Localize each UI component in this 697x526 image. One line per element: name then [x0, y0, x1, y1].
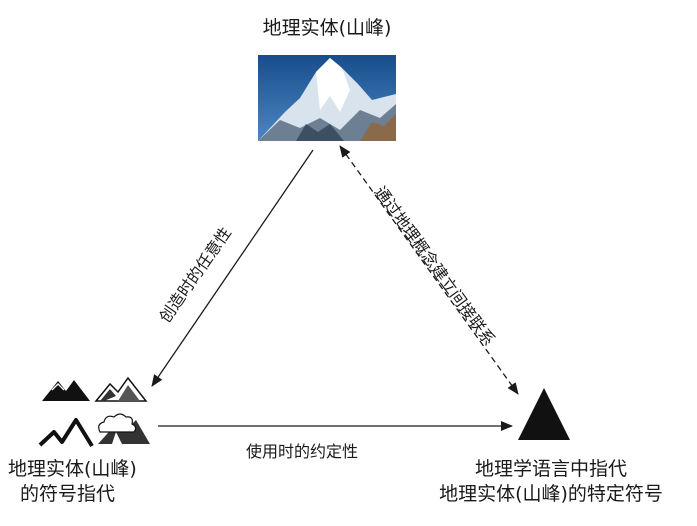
right-node-label-line2: 地理实体(山峰)的特定符号	[439, 483, 663, 505]
ridge-line-icon	[38, 418, 94, 448]
left-node-label-line1: 地理实体(山峰)	[8, 458, 137, 480]
top-node-label: 地理实体(山峰)	[262, 17, 392, 39]
cloud-mountain-icon	[98, 413, 150, 444]
edge-indirect-dashed-arrow	[339, 145, 519, 395]
right-node-label-line1: 地理学语言中指代	[474, 458, 627, 480]
mountain-range-icon	[42, 380, 90, 401]
snowy-peaks-icon	[94, 376, 148, 402]
solid-triangle-icon	[518, 388, 570, 440]
edge-arbitrary-arrow	[151, 149, 314, 387]
edge-label-convention: 使用时的约定性	[246, 442, 359, 461]
mountain-photo	[258, 55, 396, 141]
left-node-label-line2: 的符号指代	[20, 483, 116, 505]
